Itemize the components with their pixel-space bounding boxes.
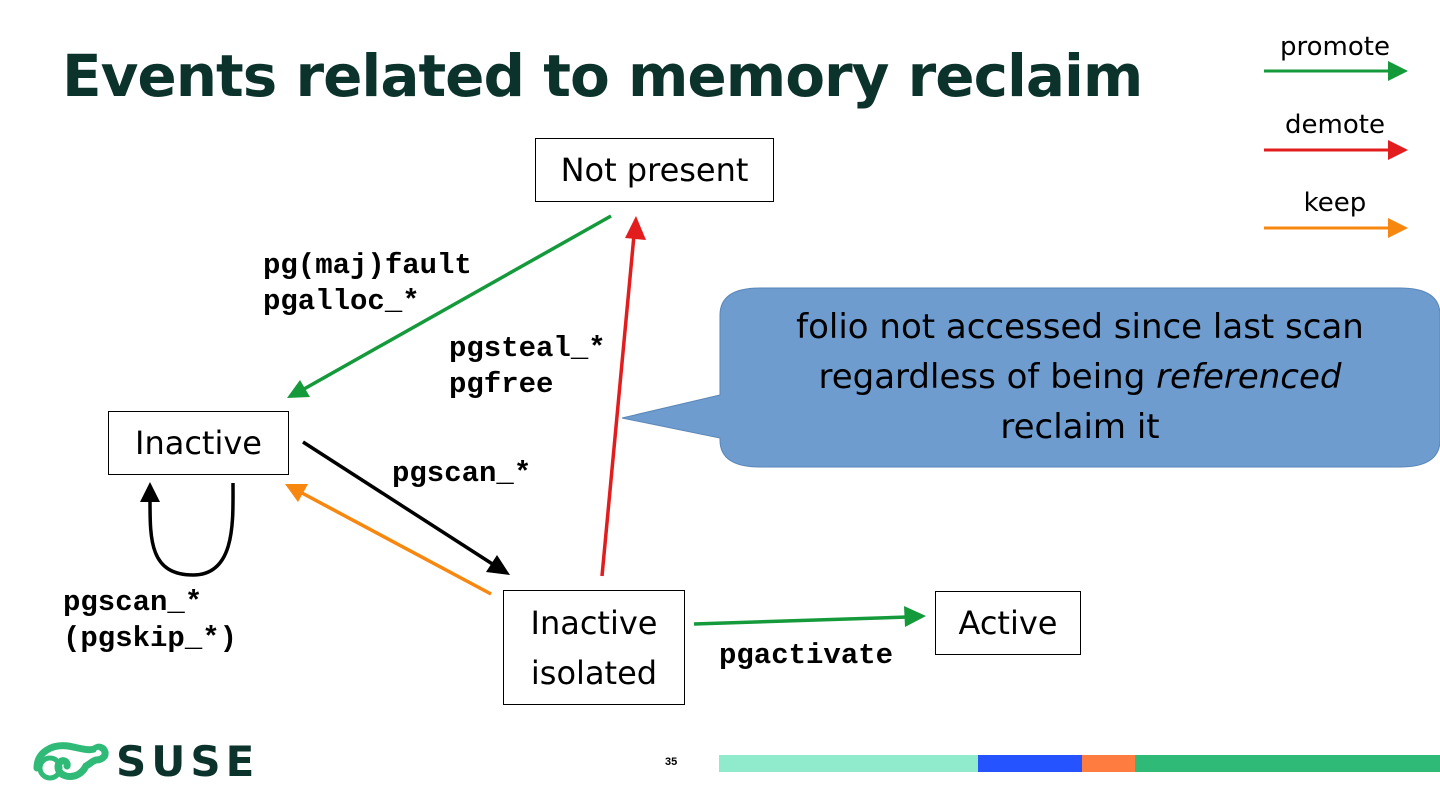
- arrow-steal-to-not-present: [600, 216, 646, 577]
- edge-label-steal-line2: pgfree: [449, 368, 554, 401]
- node-inactive-isolated: Inactive isolated: [503, 590, 685, 705]
- arrow-inactive-self-loop: [140, 482, 235, 577]
- legend-demote-label: demote: [1285, 110, 1385, 140]
- footer-color-bar: [719, 755, 1440, 772]
- arrow-keep-to-inactive: [285, 484, 492, 596]
- legend-keep-arrow: [1264, 218, 1408, 238]
- edge-label-activate: pgactivate: [719, 639, 894, 672]
- edge-label-scan: pgscan_*: [392, 457, 532, 490]
- arrow-fault-to-inactive: [287, 214, 612, 398]
- node-not-present-label: Not present: [560, 151, 749, 189]
- edge-label-loop: pgscan_* (pgskip_*): [63, 585, 237, 657]
- edge-label-loop-line2: (pgskip_*): [63, 622, 238, 655]
- edge-label-loop-line1: pgscan_*: [63, 586, 203, 619]
- edge-label-fault-line1: pg(maj)fault: [263, 249, 472, 282]
- callout-line-3: reclaim it: [1000, 407, 1160, 447]
- node-active-label: Active: [958, 604, 1058, 642]
- page-title: Events related to memory reclaim: [62, 42, 1143, 110]
- node-not-present: Not present: [535, 138, 774, 202]
- legend-demote-arrow: [1264, 140, 1408, 160]
- legend-promote-arrow: [1264, 61, 1408, 81]
- callout-line-2-emphasis: referenced: [1156, 357, 1342, 397]
- edge-label-fault-line2: pgalloc_*: [263, 285, 420, 318]
- callout-line-2-prefix: regardless of being: [818, 357, 1157, 397]
- node-inactive-isolated-label-line1: Inactive: [530, 603, 658, 642]
- legend-promote-label: promote: [1280, 32, 1390, 62]
- edge-label-steal-line1: pgsteal_*: [449, 332, 606, 365]
- suse-logo-wordmark: SUSE: [116, 737, 260, 786]
- node-inactive-label: Inactive: [135, 424, 262, 462]
- suse-chameleon-icon: [33, 742, 109, 781]
- callout-line-1: folio not accessed since last scan: [796, 307, 1364, 347]
- callout-bubble: [621, 287, 1440, 468]
- node-active: Active: [935, 591, 1081, 655]
- callout-line-2: regardless of being referenced: [722, 352, 1438, 402]
- callout-text: folio not accessed since last scan regar…: [722, 302, 1438, 452]
- edge-label-steal: pgsteal_* pgfree: [449, 331, 606, 403]
- node-inactive-isolated-label-line2: isolated: [530, 653, 658, 692]
- edge-label-fault: pg(maj)fault pgalloc_*: [263, 248, 472, 320]
- arrow-scan-to-isolated: [302, 440, 510, 575]
- node-inactive: Inactive: [108, 411, 289, 475]
- page-number: 35: [665, 756, 678, 768]
- arrow-activate-to-active: [693, 606, 926, 627]
- legend-keep-label: keep: [1303, 188, 1367, 218]
